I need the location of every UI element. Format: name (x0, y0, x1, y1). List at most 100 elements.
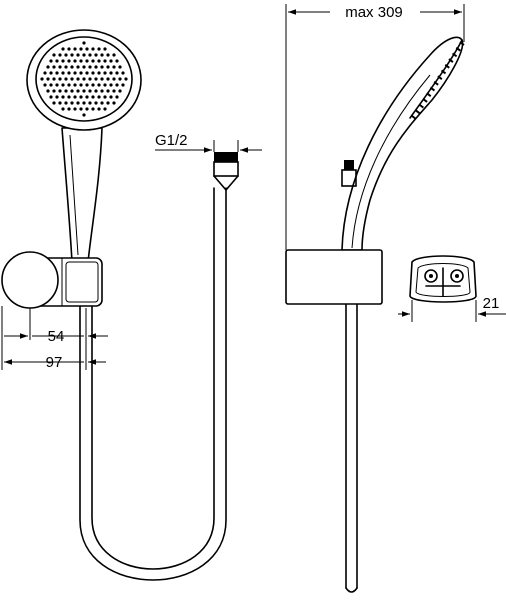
nozzle-dot (97, 71, 101, 75)
detail-bracket-inner (415, 263, 471, 297)
nozzle-dot (79, 71, 83, 75)
nozzle-dot (109, 83, 113, 87)
nozzle-dot (97, 107, 101, 111)
nozzle-dot (97, 95, 101, 99)
nozzle-dot (112, 77, 116, 81)
nozzle-dot (49, 83, 53, 87)
side-nozzle-mark (433, 81, 439, 86)
nozzle-dot (70, 77, 74, 81)
nozzle-dot (73, 95, 77, 99)
nozzle-dot (103, 59, 107, 63)
nozzle-dot (70, 101, 74, 105)
nozzle-dot (85, 47, 89, 51)
nozzle-dot (49, 59, 53, 63)
nozzle-dot (94, 77, 98, 81)
nozzle-dot (85, 59, 89, 63)
bracket-wall-rosette (1, 251, 59, 309)
nozzle-dot (79, 107, 83, 111)
nozzle-dot (55, 71, 59, 75)
nozzle-dot (55, 83, 59, 87)
nozzle-dot (94, 65, 98, 69)
nozzle-dot (100, 101, 104, 105)
nozzle-dot (85, 83, 89, 87)
nozzle-dot (43, 71, 47, 75)
nozzle-dot (124, 77, 128, 81)
nozzle-dot (82, 89, 86, 93)
nozzle-dot (58, 53, 62, 57)
nozzle-dot (55, 59, 59, 63)
nozzle-dot (64, 101, 68, 105)
nozzle-dot (82, 65, 86, 69)
dim-label-21: 21 (483, 295, 500, 312)
side-nozzle-mark (444, 63, 450, 69)
nozzle-dot (100, 89, 104, 93)
nozzle-dot (73, 83, 77, 87)
nozzle-dot (61, 95, 65, 99)
nozzle-dot (88, 101, 92, 105)
nozzle-dot (115, 95, 119, 99)
side-handle-outline (341, 36, 464, 251)
nozzle-dot (94, 89, 98, 93)
nozzle-dot (67, 71, 71, 75)
nozzle-dot (64, 77, 68, 81)
nozzle-dot (106, 77, 110, 81)
hand-shower-handle (61, 127, 103, 263)
nozzle-dot (52, 65, 56, 69)
dim-label-54: 54 (48, 328, 65, 345)
nozzle-dot (58, 101, 62, 105)
nozzle-dot (106, 65, 110, 69)
dim-label-max: max 309 (345, 4, 403, 21)
nozzle-dot (82, 101, 86, 105)
hand-shower-side-view (285, 36, 465, 593)
nozzle-dot (52, 77, 56, 81)
side-head-face (409, 39, 463, 119)
nozzle-dot (85, 107, 89, 111)
hose-nut-body (213, 161, 239, 177)
nozzle-dot (118, 77, 122, 81)
nozzle-dot (112, 53, 116, 57)
nozzle-dot (85, 71, 89, 75)
nozzle-dot (109, 95, 113, 99)
side-nozzle-mark (411, 115, 417, 120)
nozzle-dot (121, 83, 125, 87)
side-nozzle-mark (448, 58, 454, 63)
nozzle-dot (46, 65, 50, 69)
nozzle-dot (118, 89, 122, 93)
nozzle-dot (109, 71, 113, 75)
nozzle-dot (97, 83, 101, 87)
nozzle-dot (61, 71, 65, 75)
nozzle-dot (94, 101, 98, 105)
hose-inner (91, 187, 215, 570)
nozzle-dot (82, 53, 86, 57)
nozzle-dot (79, 47, 83, 51)
nozzle-dot (112, 65, 116, 69)
nozzle-dot (97, 59, 101, 63)
side-nut-top (344, 160, 354, 170)
dimension-max-length: max 309 (285, 4, 465, 250)
nozzle-dot (103, 83, 107, 87)
bracket-detail-view: 21 (398, 255, 506, 322)
nozzle-dot (106, 53, 110, 57)
nozzle-dot (94, 53, 98, 57)
side-handle-inner-line (351, 74, 431, 249)
nozzle-dot (76, 89, 80, 93)
hose-nut-cone (213, 175, 239, 191)
hose-nut-top (214, 152, 238, 162)
side-hose-end (345, 587, 358, 593)
nozzle-dot (40, 77, 44, 81)
nozzle-dot (64, 53, 68, 57)
nozzle-dot (100, 65, 104, 69)
side-nozzle-mark (459, 41, 465, 46)
nozzle-dot (70, 53, 74, 57)
nozzle-dot (79, 83, 83, 87)
nozzle-dot (97, 47, 101, 51)
nozzle-dot (88, 53, 92, 57)
nozzle-dot (58, 65, 62, 69)
nozzle-dot (79, 59, 83, 63)
nozzle-dot (82, 41, 86, 45)
dimension-lines-front: 54 97 (1, 306, 108, 371)
nozzle-dot (58, 89, 62, 93)
nozzle-dot (91, 107, 95, 111)
nozzle-dot (103, 71, 107, 75)
nozzle-dot (43, 83, 47, 87)
